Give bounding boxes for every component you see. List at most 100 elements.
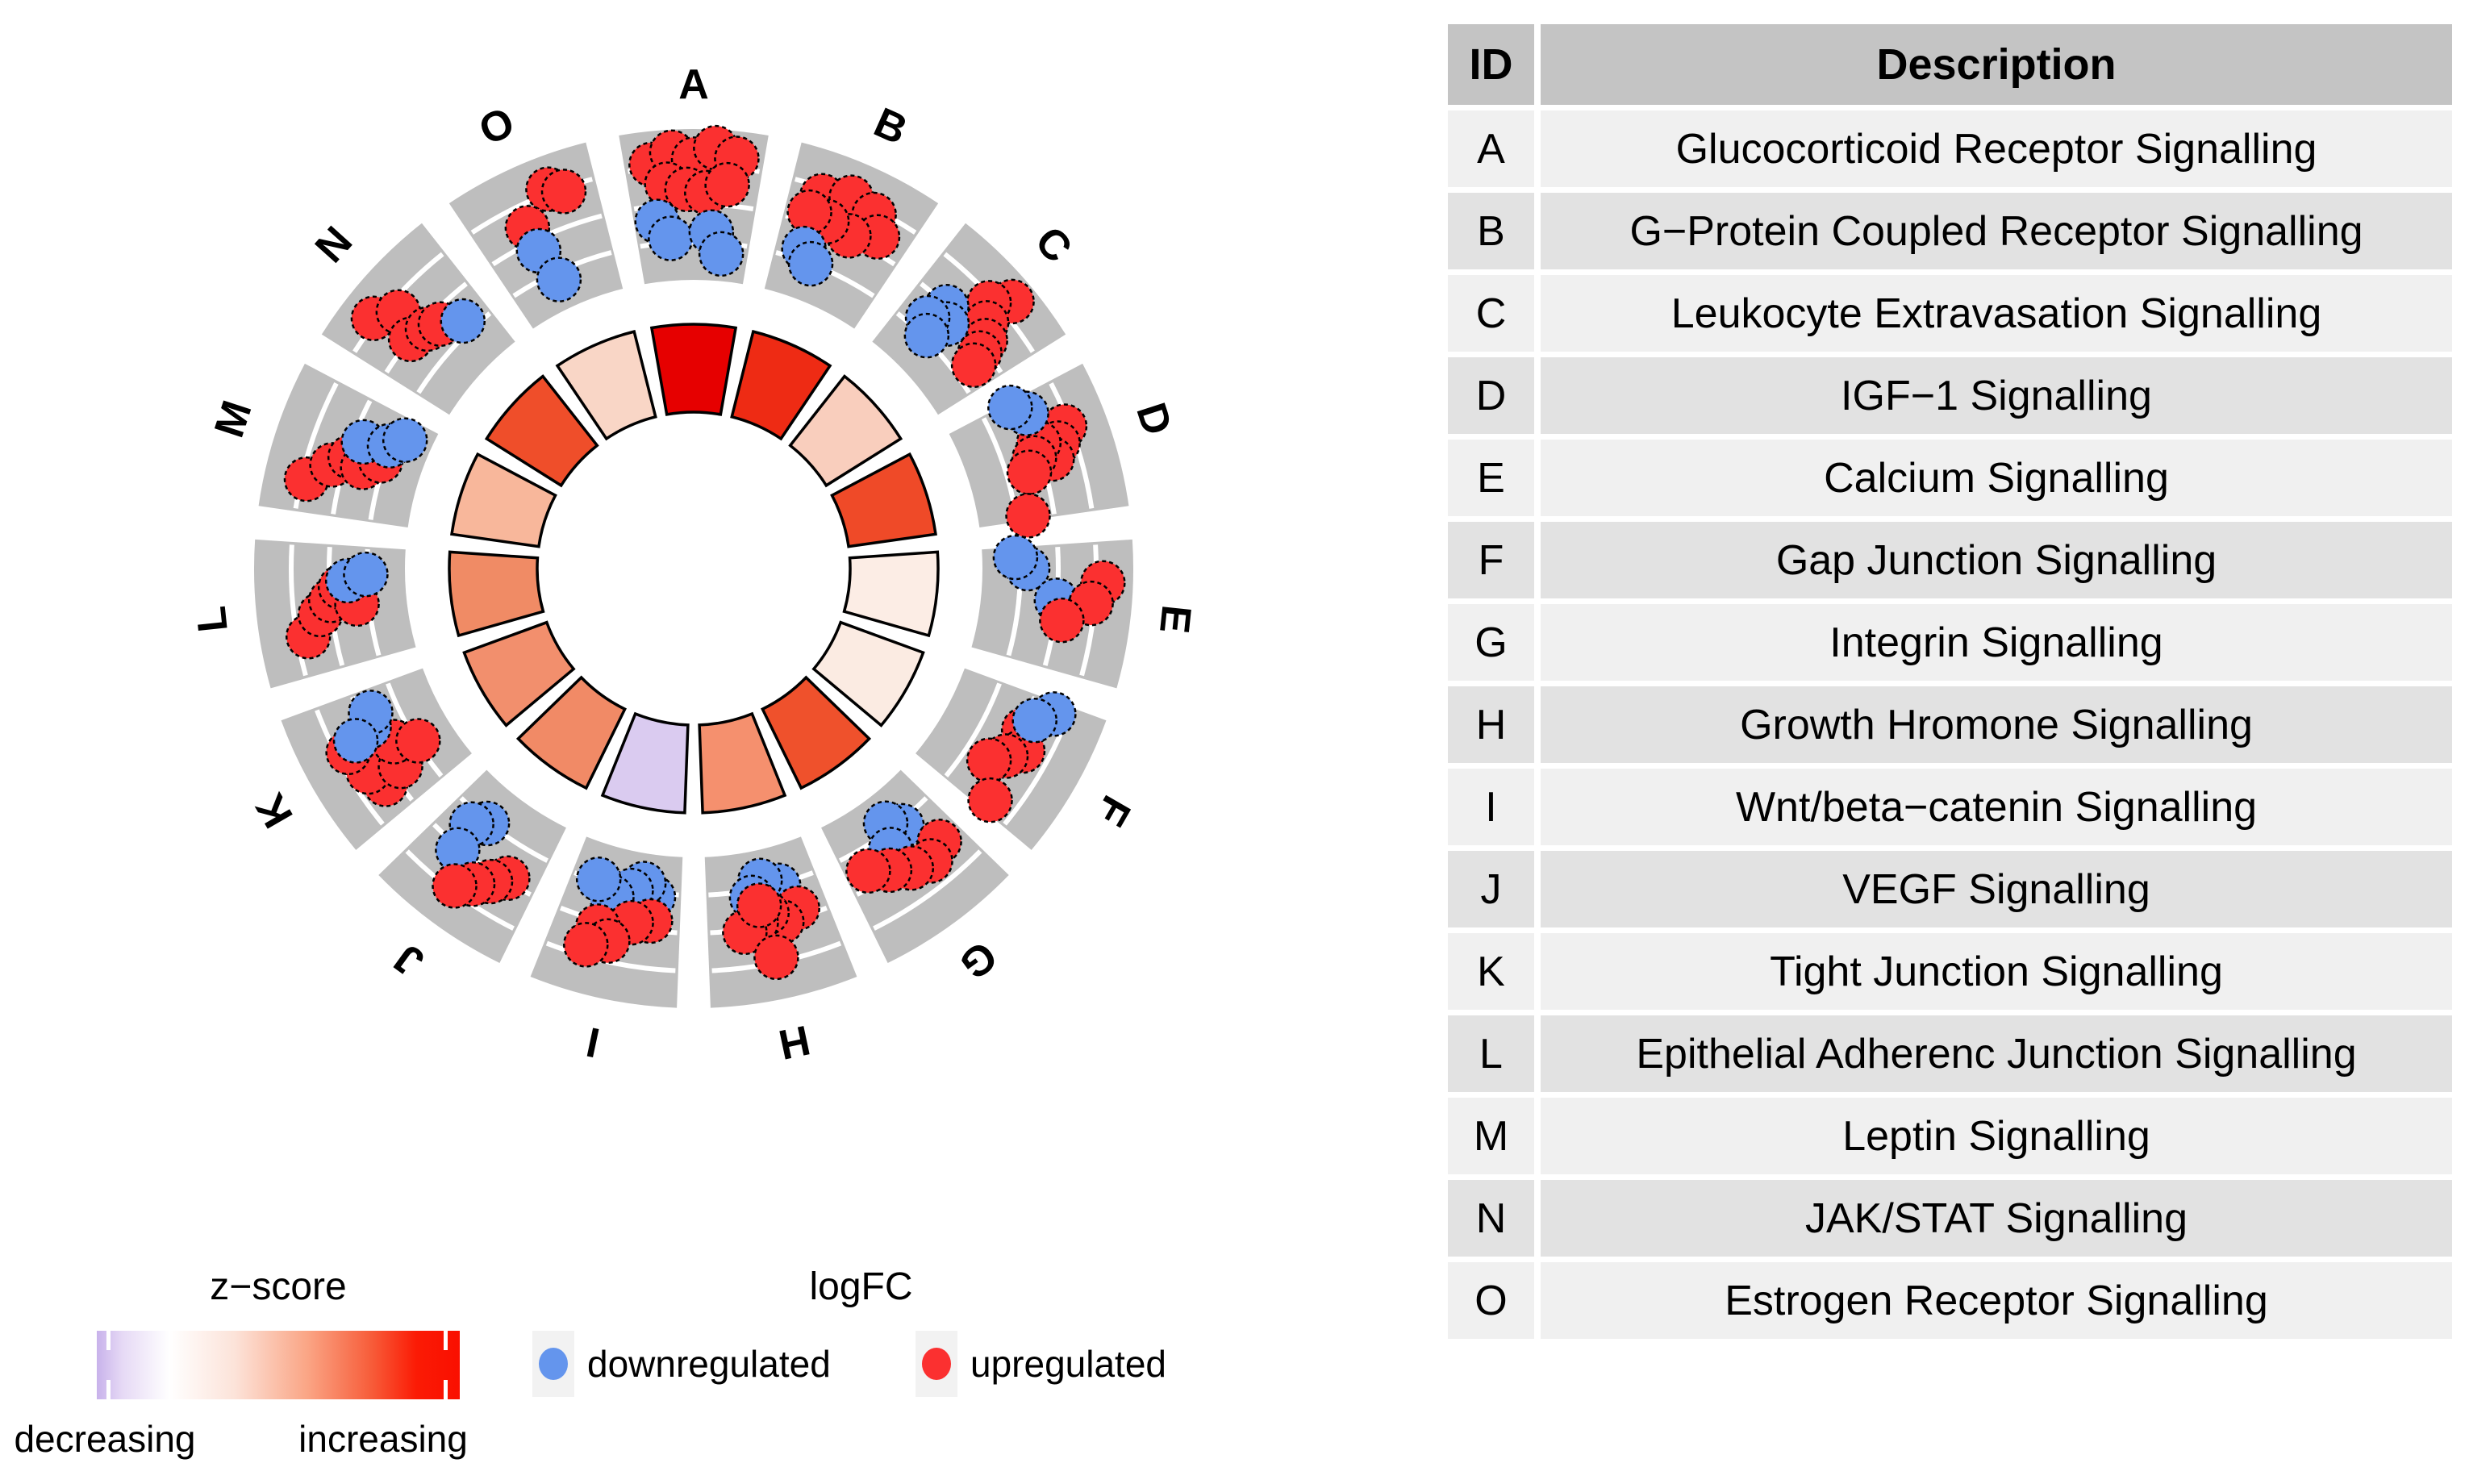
upregulated-label: upregulated <box>970 1343 1166 1385</box>
zscore-wedge <box>830 452 937 548</box>
sector-label: K <box>247 786 302 836</box>
gene-dot-upregulated <box>966 737 1012 784</box>
gene-dot-downregulated <box>536 256 582 302</box>
sector-label: B <box>867 99 914 154</box>
downregulated-key <box>532 1331 574 1397</box>
zscore-wedge <box>761 675 872 790</box>
table-row-description: Wnt/beta−catenin Signalling <box>1541 769 2452 845</box>
table-row-description: G−Protein Coupled Receptor Signalling <box>1541 193 2452 269</box>
sector-label: A <box>678 61 709 108</box>
table-row-description: Tight Junction Signalling <box>1541 933 2452 1010</box>
table-row-id: J <box>1448 851 1534 928</box>
gene-dot-upregulated <box>395 718 441 764</box>
gene-dot-upregulated <box>950 342 997 389</box>
zscore-gradient-bar <box>97 1331 460 1399</box>
downregulated-dot-icon <box>539 1348 568 1380</box>
zscore-wedge <box>448 550 545 638</box>
table-row-description: Leptin Signalling <box>1541 1098 2452 1174</box>
gene-dot-downregulated <box>903 312 950 359</box>
sector-label: F <box>1087 788 1140 834</box>
sector-label: H <box>774 1016 814 1069</box>
sector-label: O <box>473 98 522 154</box>
gene-dot-upregulated <box>786 189 832 236</box>
gene-dot-upregulated <box>967 777 1013 823</box>
gene-dot-downregulated <box>648 215 694 261</box>
gene-dot-upregulated <box>753 934 799 981</box>
table-row-description: Growth Hromone Signalling <box>1541 686 2452 763</box>
sector-label: N <box>307 218 361 272</box>
band-line <box>944 682 1002 777</box>
gene-dot-upregulated <box>1006 449 1053 495</box>
table-row-id: N <box>1448 1180 1534 1257</box>
gene-dot-upregulated <box>736 882 782 928</box>
table-row-id: A <box>1448 110 1534 187</box>
gene-dot-upregulated <box>704 161 750 208</box>
band-line <box>873 849 982 931</box>
gene-dot-upregulated <box>563 922 609 968</box>
zscore-tick-right <box>444 1331 448 1399</box>
zscore-wedge <box>842 550 940 638</box>
zscore-wedge <box>515 675 627 790</box>
table-row-description: Estrogen Receptor Signalling <box>1541 1262 2452 1339</box>
table-row-id: I <box>1448 769 1534 845</box>
gene-dot-downregulated <box>382 417 428 463</box>
table-row-description: JAK/STAT Signalling <box>1541 1180 2452 1257</box>
band-line <box>289 544 308 677</box>
gene-dot-downregulated <box>575 857 622 902</box>
table-row-id: K <box>1448 933 1534 1010</box>
gene-dot-downregulated <box>992 534 1039 581</box>
zscore-wedge <box>698 711 787 815</box>
zscore-decreasing-label: decreasing <box>14 1418 196 1460</box>
gene-dot-downregulated <box>698 231 745 277</box>
gene-dot-downregulated <box>343 551 389 598</box>
zscore-wedge <box>788 374 903 488</box>
table-row-description: Glucocorticoid Receptor Signalling <box>1541 110 2452 187</box>
table-row-id: D <box>1448 357 1534 434</box>
zscore-wedge <box>462 620 576 727</box>
table-row-id: F <box>1448 522 1534 598</box>
sector-label: C <box>1026 218 1081 272</box>
table-row-id: L <box>1448 1015 1534 1092</box>
gene-dot-upregulated <box>432 863 478 909</box>
table-row-description: Calcium Signalling <box>1541 440 2452 516</box>
table-row-description: IGF−1 Signalling <box>1541 357 2452 434</box>
table-row-id: E <box>1448 440 1534 516</box>
upregulated-key <box>916 1331 957 1397</box>
table-row-id: B <box>1448 193 1534 269</box>
downregulated-label: downregulated <box>587 1343 831 1385</box>
table-row-description: Integrin Signalling <box>1541 604 2452 681</box>
gene-dot-downregulated <box>435 827 481 873</box>
zscore-wedge <box>811 620 925 727</box>
zscore-wedge <box>450 452 557 548</box>
gene-dot-upregulated <box>540 169 587 215</box>
zscore-wedge <box>600 711 690 815</box>
table-row-description: Epithelial Adherenc Junction Signalling <box>1541 1015 2452 1092</box>
zscore-wedge <box>484 374 599 488</box>
sector-label: L <box>188 604 237 635</box>
sector-label: I <box>582 1018 603 1066</box>
table-header-description: Description <box>1541 24 2452 105</box>
table-row-id: H <box>1448 686 1534 763</box>
table-row-description: Gap Junction Signalling <box>1541 522 2452 598</box>
gene-dot-downregulated <box>987 384 1033 431</box>
gene-dot-downregulated <box>440 298 486 344</box>
gene-dot-upregulated <box>1005 493 1051 539</box>
zscore-legend-title: z−score <box>210 1265 347 1308</box>
table-row-id: M <box>1448 1098 1534 1174</box>
gene-dot-downregulated <box>787 240 834 287</box>
logfc-legend-title: logFC <box>809 1265 913 1308</box>
zscore-increasing-label: increasing <box>298 1418 468 1460</box>
table-header-id: ID <box>1448 24 1534 105</box>
upregulated-dot-icon <box>922 1348 951 1380</box>
zscore-wedge <box>555 330 657 441</box>
sector-label: D <box>1127 398 1181 441</box>
zscore-wedge <box>730 330 832 441</box>
gene-dot-upregulated <box>1039 597 1085 644</box>
table-row-id: G <box>1448 604 1534 681</box>
sector-label: G <box>951 932 1005 989</box>
sector-label: E <box>1150 602 1199 636</box>
table-row-description: VEGF Signalling <box>1541 851 2452 928</box>
